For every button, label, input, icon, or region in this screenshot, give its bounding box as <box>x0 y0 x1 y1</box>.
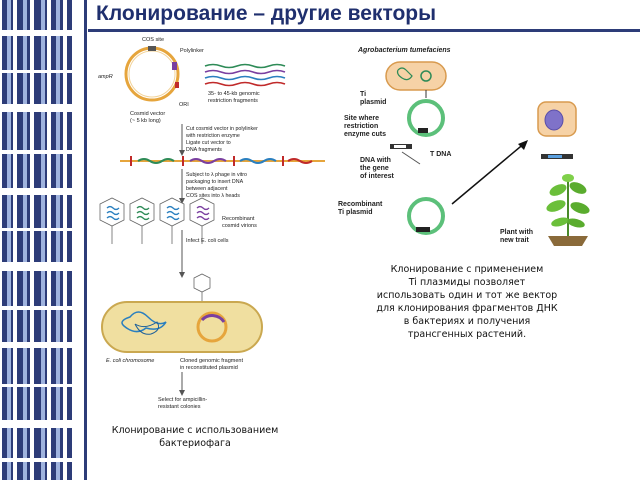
step1-line1: Cut cosmid vector in polylinker <box>186 126 258 132</box>
genomic-fragments <box>204 63 286 87</box>
recombinant-label-2: Ti plasmid <box>338 209 373 216</box>
caption-right-line: Ti плазмиды позволяет <box>408 277 526 288</box>
step1-line3: Ligate cut vector to <box>186 140 231 146</box>
caption-right-line: трансгенных растений. <box>407 329 527 340</box>
genomic-fragments-label-2: restriction fragments <box>208 98 258 104</box>
cloned-fragment-label-1: Cloned genomic fragment <box>180 358 243 364</box>
caption-right-line: Клонирование с применением <box>390 264 544 275</box>
step2-line2: packaging to insert DNA <box>186 179 244 185</box>
virions-label-1: Recombinant <box>222 216 255 222</box>
ori-label: ORI <box>179 102 189 108</box>
step2-line3: between adjacent <box>186 186 228 192</box>
caption-left-line: Клонирование с использованием <box>111 425 279 436</box>
title-underline <box>88 29 640 32</box>
organism-label: Agrobacterium tumefaciens <box>357 47 451 54</box>
virions-label-2: cosmid virions <box>222 223 257 229</box>
cosmid-size-label: (~ 5 kb long) <box>130 118 161 124</box>
step1-line2: with restriction enzyme <box>186 133 240 139</box>
step1-line4: DNA fragments <box>186 147 222 153</box>
barcode-decoration <box>0 0 74 480</box>
cos-site-label: COS site <box>142 37 164 43</box>
site-label-2: restriction <box>344 123 378 130</box>
dna-gene-label-1: DNA with <box>360 157 391 164</box>
plant-label-1: Plant with <box>500 229 533 236</box>
polylinker-label: Polylinker <box>180 48 204 54</box>
caption-right-line: использовать один и тот же вектор <box>376 290 558 301</box>
concatemer-dna <box>120 156 325 166</box>
ti-label-2: plasmid <box>360 99 386 106</box>
transgenic-plant <box>546 174 590 246</box>
ti-plasmid-diagram: Agrobacterium tumefaciens Ti plasmid Sit… <box>338 47 590 246</box>
vertical-divider <box>84 0 87 480</box>
ampr-label: ampR <box>98 74 113 80</box>
cosmid-cloning-diagram: COS site Polylinker ampR ORI Cosmid vect… <box>98 37 325 410</box>
caption-right-line: в бактериях и получения <box>403 316 531 327</box>
genomic-fragments-label-1: 35- to 45-kb genomic <box>208 91 260 97</box>
t-dna-label: T DNA <box>430 151 451 158</box>
recombinant-label-1: Recombinant <box>338 201 383 208</box>
site-label-1: Site where <box>344 115 379 122</box>
ti-label-1: Ti <box>360 91 366 98</box>
cosmid-vector-label: Cosmid vector <box>130 111 165 117</box>
infect-label: Infect E. coli cells <box>186 238 229 244</box>
bacteriophage-caption: Клонирование с использованием бактериофа… <box>90 424 300 450</box>
step2-line4: COS sites into λ heads <box>186 193 240 199</box>
cosmid-vector-circle <box>124 46 180 102</box>
slide-title: Клонирование – другие векторы <box>96 2 437 25</box>
dna-gene-label-2: the gene <box>360 165 389 172</box>
caption-left-line: бактериофага <box>159 438 231 449</box>
ti-plasmid-caption: Клонирование с применением Ti плазмиды п… <box>352 263 582 341</box>
plant-label-2: new trait <box>500 237 529 244</box>
step2-line1: Subject to λ phage in vitro <box>186 172 247 178</box>
ecoli-cell <box>101 301 263 353</box>
select-label-1: Select for ampicillin- <box>158 397 207 403</box>
select-label-2: resistant colonies <box>158 404 201 410</box>
ecoli-chromosome-label: E. coli chromosome <box>106 358 154 364</box>
caption-right-line: для клонирования фрагментов ДНК <box>376 303 558 314</box>
site-label-3: enzyme cuts <box>344 131 386 138</box>
dna-gene-label-3: of interest <box>360 173 395 180</box>
cloned-fragment-label-2: in reconstituted plasmid <box>180 365 238 371</box>
